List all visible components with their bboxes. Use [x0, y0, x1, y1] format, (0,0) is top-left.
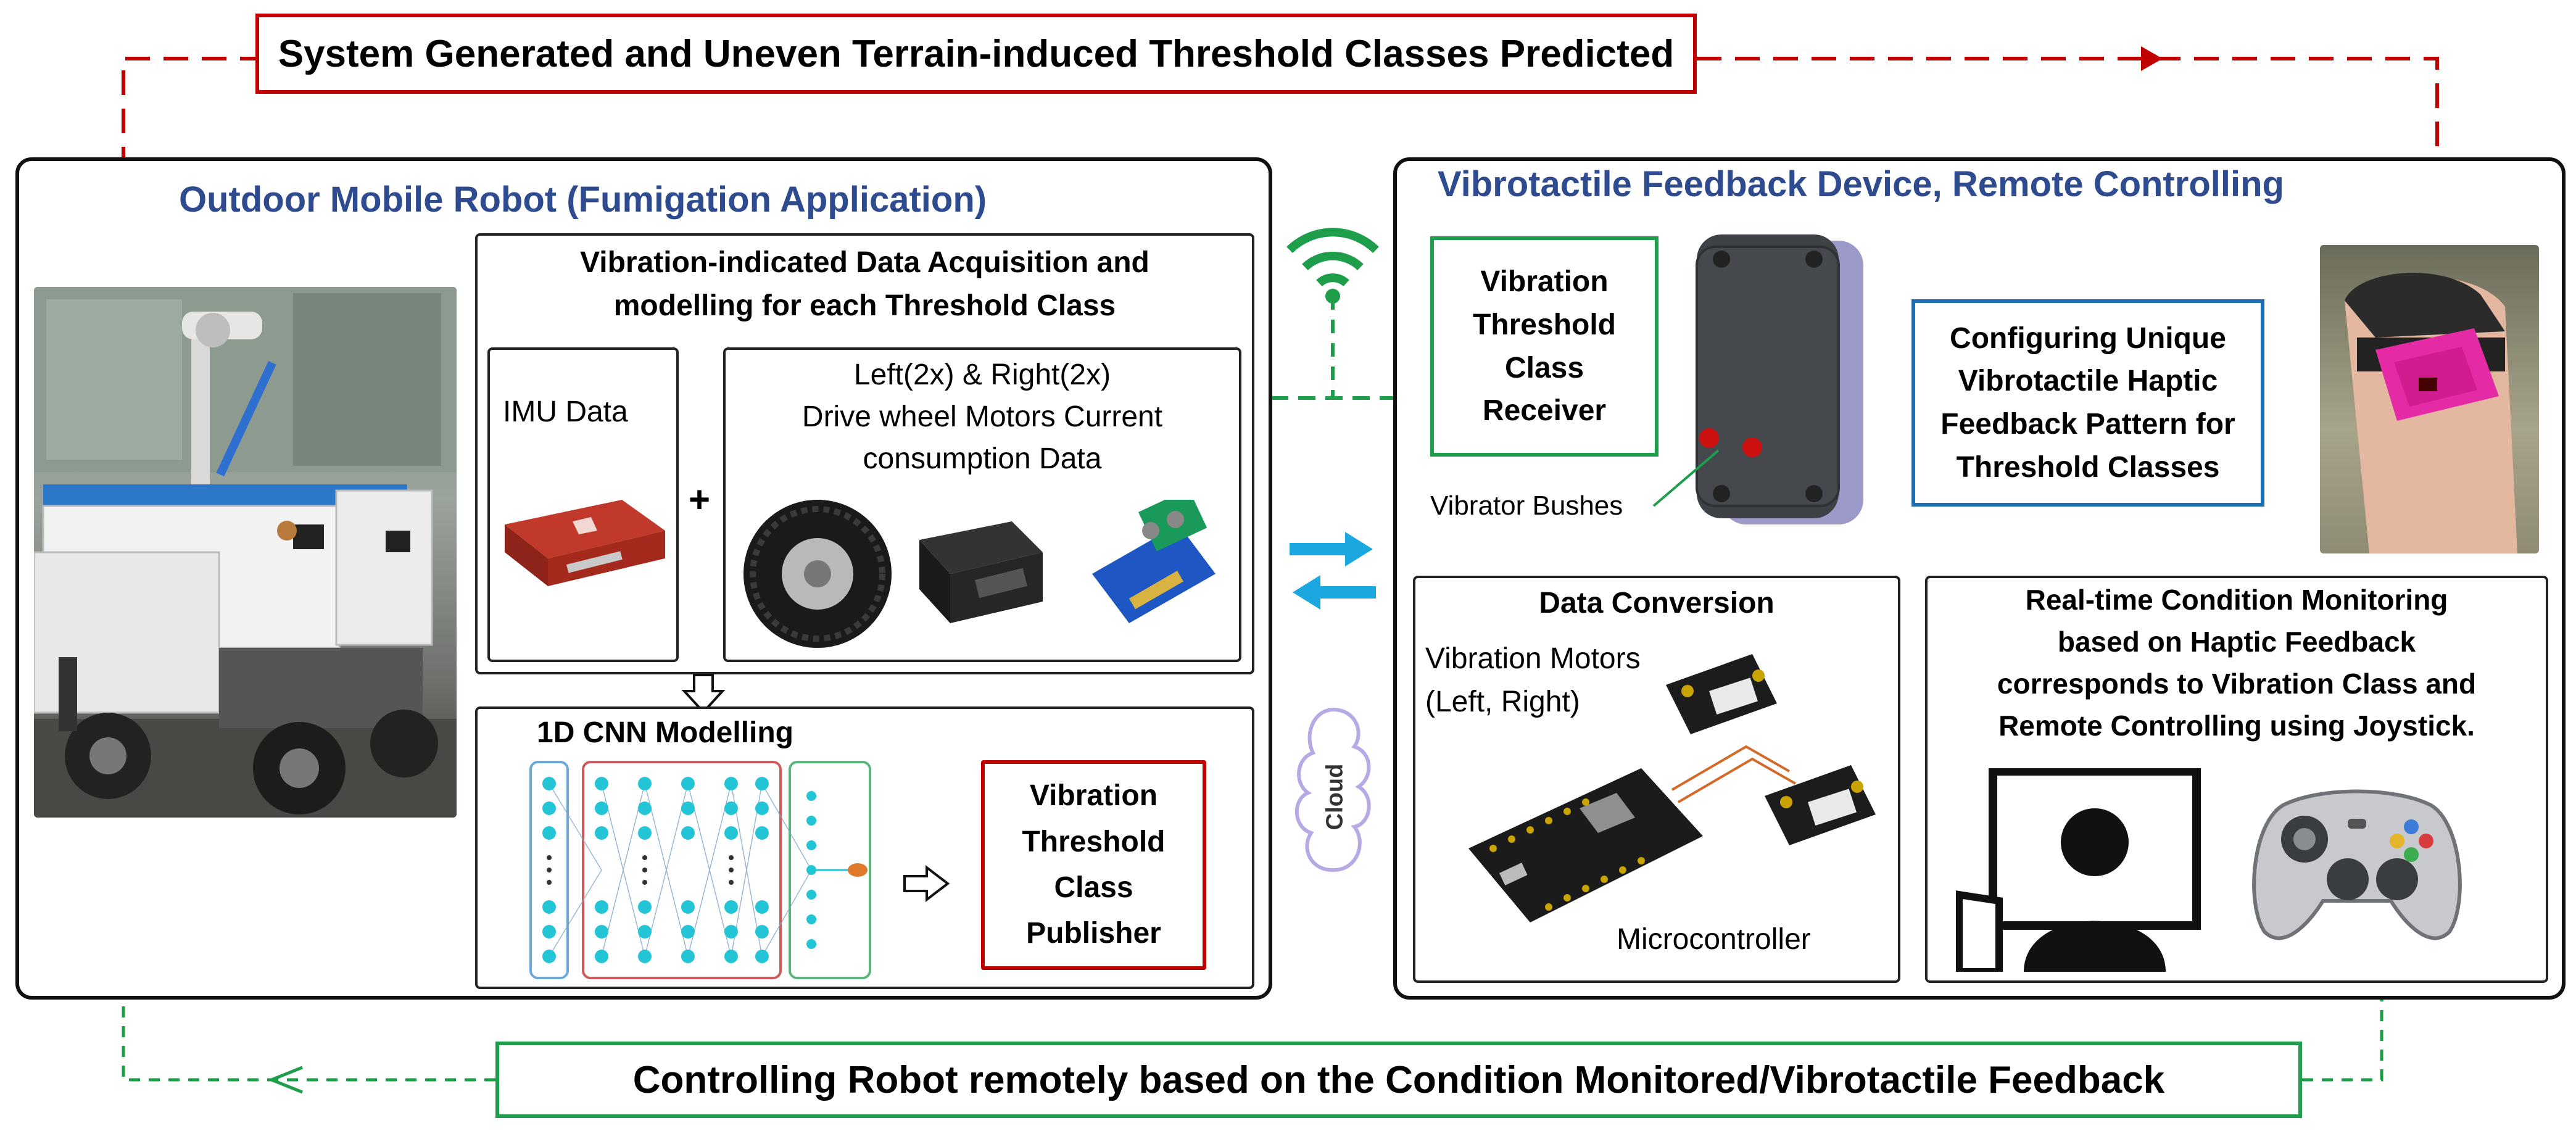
- wiring-lines: [1671, 745, 1796, 803]
- receiver-box: Vibration Threshold Class Receiver: [1430, 236, 1659, 457]
- robot-photo: [34, 287, 457, 818]
- haptic-config-box: Configuring Unique Vibrotactile Haptic F…: [1911, 299, 2264, 507]
- motor-label-line3: consumption Data: [863, 442, 1102, 475]
- config-line4: Threshold Classes: [1956, 450, 2220, 484]
- drive-wheel-image: [743, 500, 892, 648]
- haptic-device-image: [1696, 234, 1863, 524]
- vibration-motors-label-line2: (Left, Right): [1425, 686, 1580, 718]
- publisher-line2: Threshold: [1022, 825, 1166, 858]
- current-sensor-image: [1092, 500, 1216, 623]
- vibrator-bushes-pointer: [1652, 449, 1720, 507]
- monitoring-line3: corresponds to Vibration Class and: [1997, 668, 2477, 700]
- conversion-title: Data Conversion: [1539, 587, 1775, 619]
- green-arrowhead-left: [267, 1066, 303, 1094]
- publisher-line4: Publisher: [1026, 917, 1161, 950]
- wifi-icon: [1286, 228, 1379, 304]
- red-arrowhead: [2141, 46, 2163, 71]
- motor-driver-image: [919, 521, 1043, 623]
- down-arrow: [682, 674, 725, 714]
- arm-illustration: [2345, 273, 2517, 553]
- cnn-diagram: [529, 761, 871, 979]
- robot-illustration: [34, 287, 457, 818]
- operator-monitor-icon: [1956, 768, 2201, 972]
- arm-device-photo: [2320, 245, 2539, 553]
- imu-data-box: [487, 347, 679, 662]
- receiver-line1: Vibration: [1480, 265, 1609, 299]
- publisher-box: Vibration Threshold Class Publisher: [981, 760, 1206, 970]
- left-panel-title: Outdoor Mobile Robot (Fumigation Applica…: [179, 180, 987, 220]
- motor-label-line2: Drive wheel Motors Current: [801, 400, 1163, 433]
- receiver-line4: Receiver: [1482, 394, 1607, 428]
- monitoring-line1: Real-time Condition Monitoring: [2025, 584, 2448, 616]
- acquisition-title-line1: Vibration-indicated Data Acquisition and: [580, 246, 1149, 279]
- joystick-gamepad-icon: [2252, 789, 2462, 940]
- motor-label-line1: Left(2x) & Right(2x): [853, 358, 1111, 391]
- bottom-banner: Controlling Robot remotely based on the …: [495, 1042, 2302, 1118]
- vibration-motor-module-2: [1765, 765, 1876, 845]
- config-line3: Feedback Pattern for: [1940, 408, 2235, 441]
- monitoring-line4: Remote Controlling using Joystick.: [1998, 710, 2475, 742]
- red-feedback-path: [122, 57, 255, 592]
- bidirectional-arrows: [1290, 532, 1376, 610]
- publisher-line3: Class: [1054, 871, 1133, 904]
- receiver-line3: Class: [1504, 351, 1584, 384]
- config-line1: Configuring Unique: [1950, 321, 2226, 355]
- imu-sensor-image: [505, 500, 665, 586]
- publisher-line1: Vibration: [1029, 779, 1158, 813]
- right-arrow-to-publisher: [903, 865, 950, 902]
- vibration-motor-module-1: [1666, 654, 1777, 734]
- cloud-label: Cloud: [1322, 763, 1348, 831]
- receiver-line2: Threshold: [1472, 308, 1616, 341]
- monitoring-line2: based on Haptic Feedback: [2057, 626, 2416, 658]
- right-panel-title: Vibrotactile Feedback Device, Remote Con…: [1438, 164, 2284, 204]
- microcontroller-image: [1468, 768, 1703, 922]
- vibrator-bushes-label: Vibrator Bushes: [1430, 491, 1623, 521]
- bottom-banner-text: Controlling Robot remotely based on the …: [632, 1058, 2165, 1101]
- top-banner: System Generated and Uneven Terrain-indu…: [255, 14, 1697, 94]
- vibration-motors-label-line1: Vibration Motors: [1425, 642, 1641, 675]
- plus-sign: +: [689, 479, 711, 520]
- config-line2: Vibrotactile Haptic: [1958, 365, 2218, 398]
- top-banner-text: System Generated and Uneven Terrain-indu…: [278, 32, 1675, 75]
- cnn-title: 1D CNN Modelling: [537, 716, 793, 749]
- acquisition-title-line2: modelling for each Threshold Class: [613, 289, 1116, 322]
- microcontroller-label: Microcontroller: [1617, 923, 1811, 956]
- imu-data-label: IMU Data: [503, 396, 628, 428]
- cloud-icon: [1294, 707, 1371, 872]
